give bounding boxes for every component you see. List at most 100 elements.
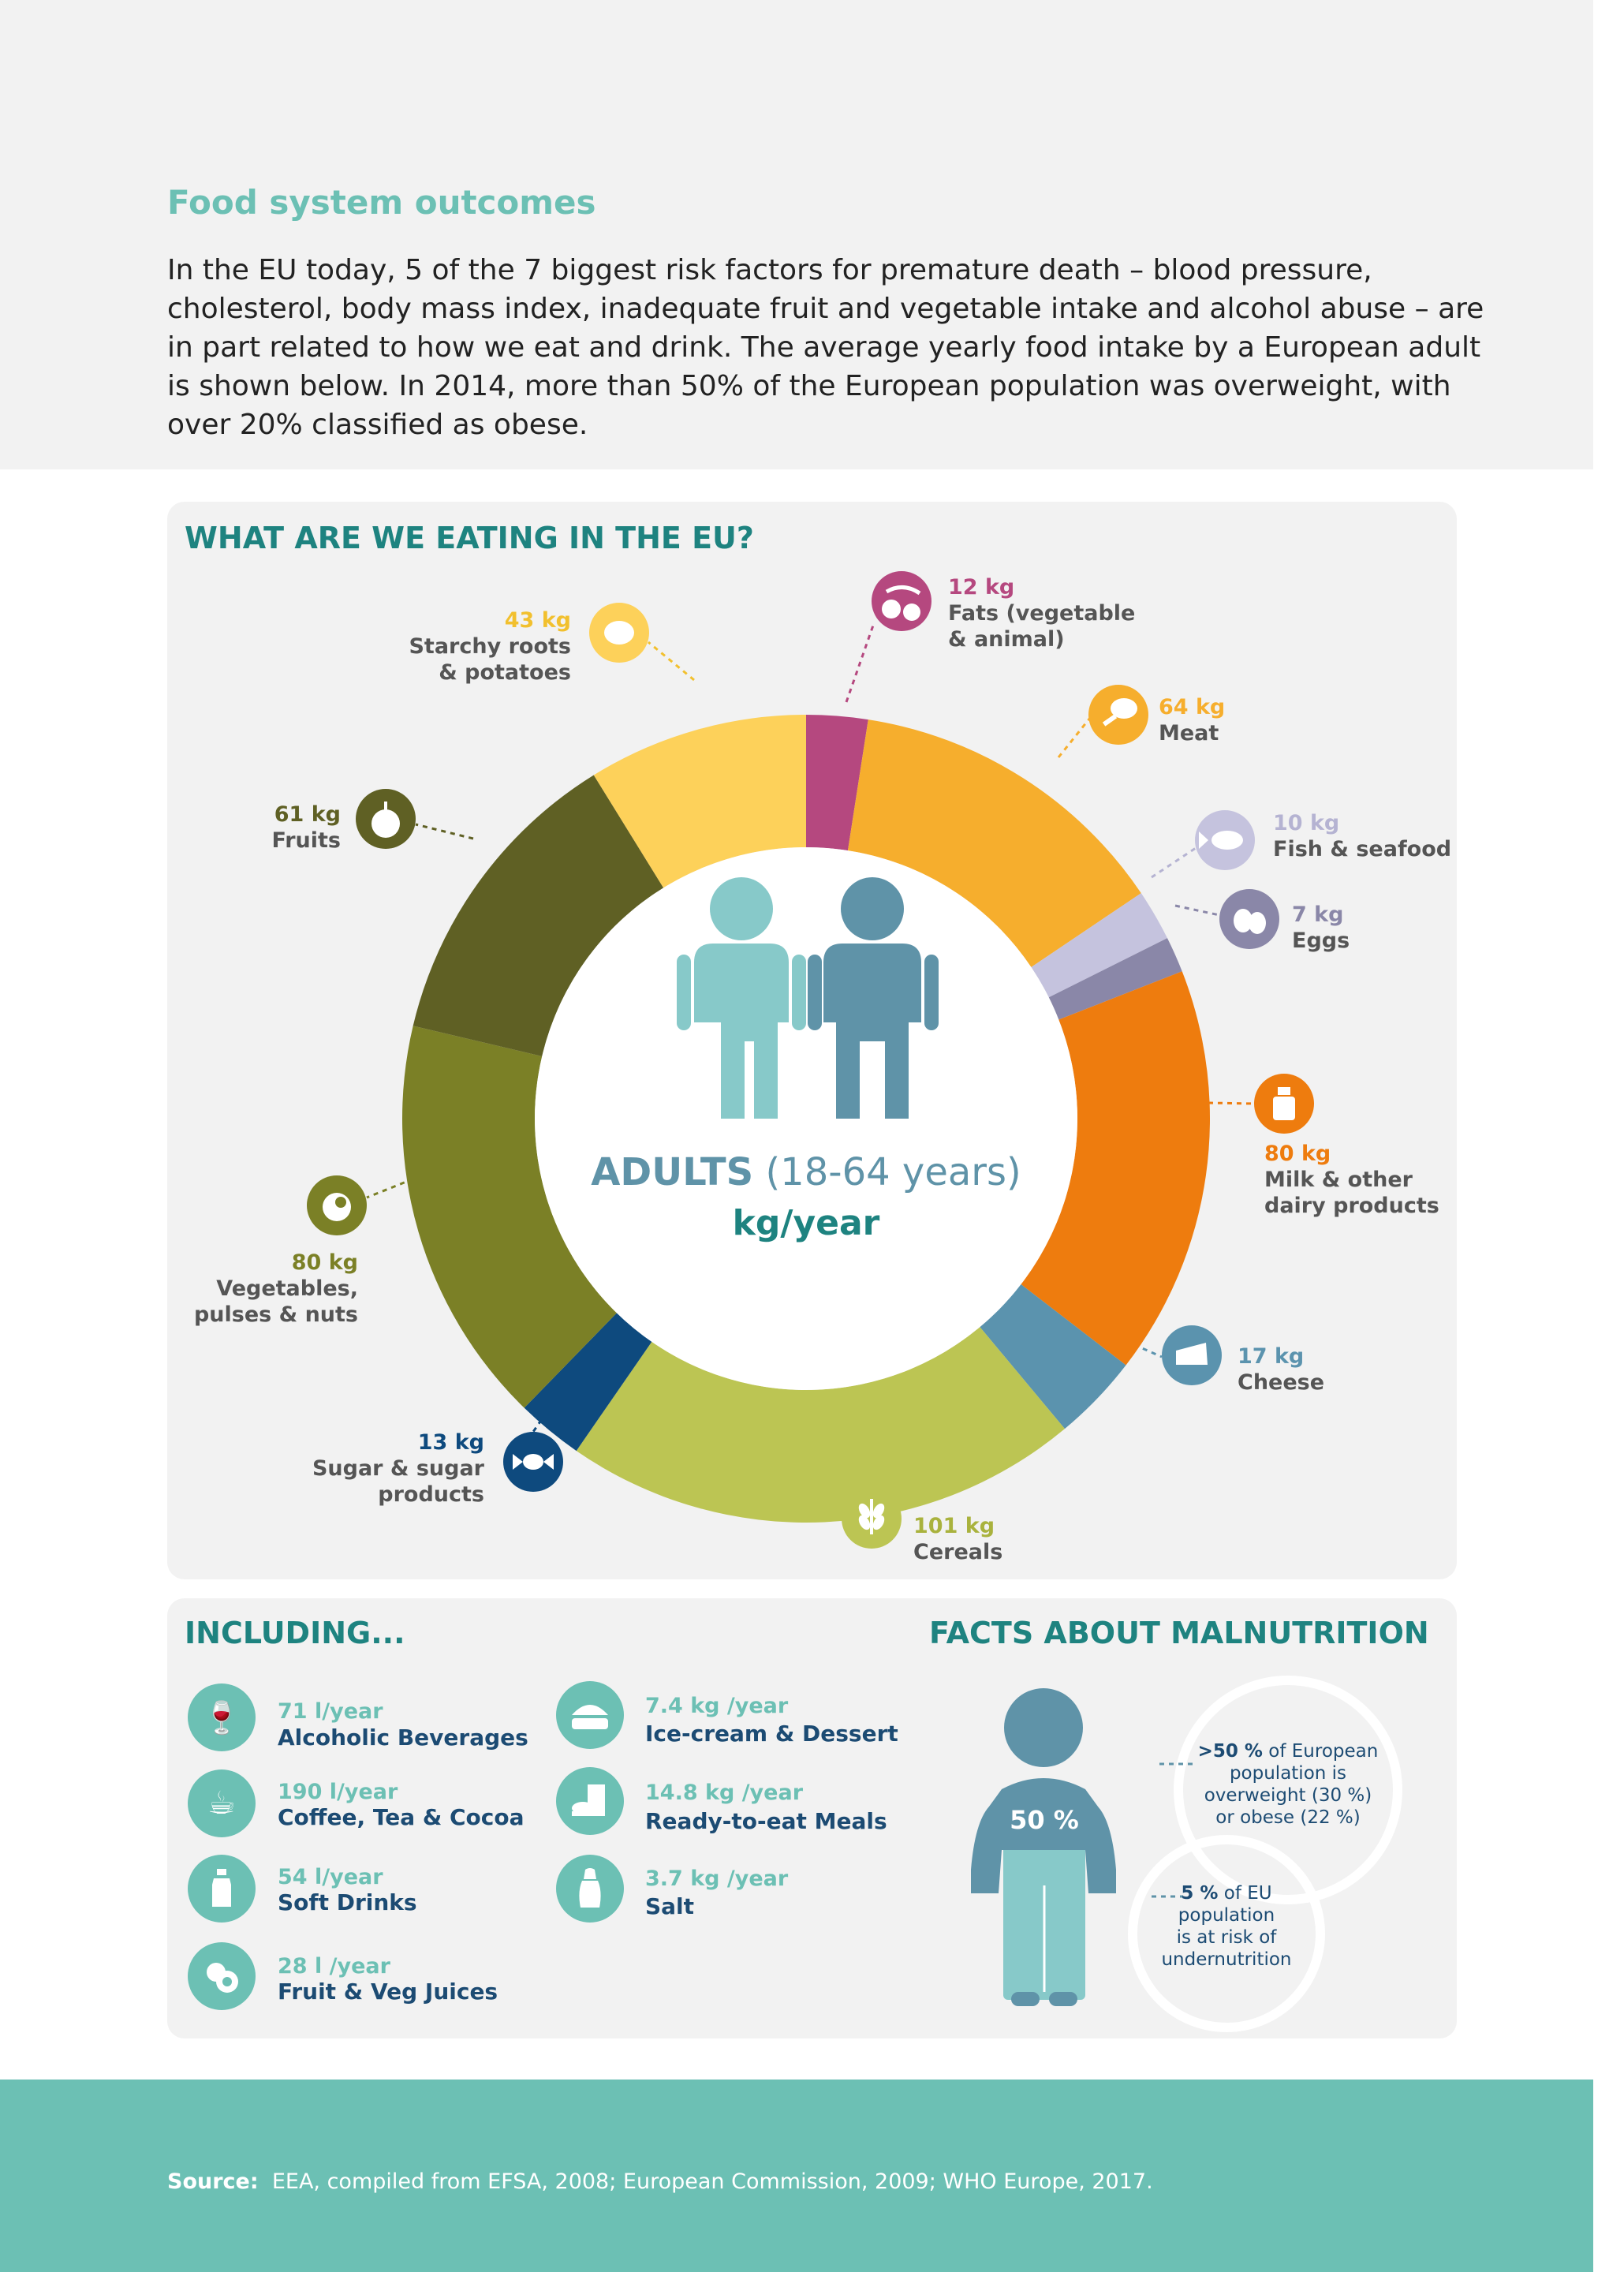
donut-slice-8	[402, 1026, 617, 1408]
vegetable-icon	[307, 1175, 367, 1235]
including-coffee-amount: 190 l/year	[278, 1780, 398, 1804]
label-meat-name: Meat	[1159, 721, 1219, 746]
label-eggs-amount: 7 kg	[1292, 902, 1344, 927]
bottle-icon	[188, 1855, 256, 1923]
label-eggs: 7 kg Eggs	[1292, 902, 1350, 954]
including-salt-name: Salt	[645, 1893, 695, 1919]
label-cereals: 101 kg Cereals	[913, 1513, 1002, 1565]
including-title: INCLUDING...	[185, 1616, 405, 1650]
including-juices-name: Fruit & Veg Juices	[278, 1979, 498, 2005]
pie-icon	[556, 1681, 624, 1749]
top-band	[0, 0, 1593, 469]
leader-line-3	[1174, 904, 1220, 917]
donut-slice-0	[806, 715, 868, 851]
label-meat: 64 kg Meat	[1159, 694, 1225, 746]
including-soft-drinks-amount: 54 l/year	[278, 1865, 383, 1889]
label-milk-amount: 80 kg	[1264, 1142, 1331, 1166]
fact-overweight-bold: >50 %	[1197, 1741, 1263, 1762]
page-title: Food system outcomes	[167, 183, 596, 222]
mug-icon: ☕	[188, 1769, 256, 1837]
label-vegetables: 80 kg Vegetables, pulses & nuts	[158, 1250, 358, 1328]
label-meat-amount: 64 kg	[1159, 695, 1226, 719]
including-icecream-amount: 7.4 kg /year	[645, 1694, 789, 1718]
including-meals-amount: 14.8 kg /year	[645, 1781, 804, 1805]
label-fish-name: Fish & seafood	[1273, 837, 1452, 861]
label-cheese-name: Cheese	[1238, 1370, 1325, 1395]
cheese-icon	[1162, 1325, 1222, 1385]
leader-line-9	[415, 823, 474, 840]
donut-center	[535, 847, 1077, 1390]
donut-slices	[402, 715, 1210, 1523]
donut-slice-3	[1048, 938, 1182, 1020]
leader-line-2	[1151, 846, 1197, 879]
fact-overweight-text: >50 % of European population is overweig…	[1183, 1740, 1393, 1829]
including-item-soft-drinks	[188, 1855, 256, 1923]
potato-icon	[589, 603, 649, 663]
label-cheese-amount: 17 kg	[1238, 1344, 1305, 1369]
label-fats-amount: 12 kg	[948, 575, 1015, 600]
fact-undernutrition-bold: 5 %	[1181, 1883, 1219, 1904]
label-eggs-name: Eggs	[1292, 929, 1350, 953]
including-soft-drinks-name: Soft Drinks	[278, 1889, 417, 1915]
salt-shaker-icon	[556, 1855, 624, 1923]
donut-slice-4	[1021, 971, 1210, 1366]
including-item-coffee: ☕	[188, 1769, 256, 1837]
fact-undernutrition-text: 5 % of EU population is at risk of under…	[1137, 1882, 1316, 1971]
person-left-icon	[677, 877, 806, 1119]
glass-icon: 🍷	[188, 1683, 256, 1751]
olive-icon	[872, 571, 931, 631]
fact-overweight-body: of European population is overweight (30…	[1204, 1741, 1379, 1828]
candy-icon	[503, 1432, 563, 1492]
including-salt-amount: 3.7 kg /year	[645, 1867, 789, 1891]
milk-bottle-icon	[1254, 1074, 1314, 1134]
including-icecream-name: Ice-cream & Dessert	[645, 1721, 898, 1747]
source-note: Source: EEA, compiled from EFSA, 2008; E…	[167, 2169, 1153, 2194]
leader-line-0	[845, 622, 875, 703]
including-coffee-name: Coffee, Tea & Cocoa	[278, 1804, 525, 1830]
category-icons	[307, 571, 1314, 1549]
label-fats-name: Fats (vegetable & animal)	[948, 601, 1136, 652]
label-fish-amount: 10 kg	[1273, 811, 1340, 835]
eating-panel-title: WHAT ARE WE EATING IN THE EU?	[185, 521, 754, 555]
drumstick-icon	[1088, 685, 1148, 745]
fact-undernutrition-body: of EU population is at risk of undernutr…	[1161, 1883, 1292, 1970]
including-alcohol-name: Alcoholic Beverages	[278, 1725, 528, 1751]
donut-slice-10	[593, 715, 806, 888]
label-cereals-amount: 101 kg	[913, 1514, 995, 1538]
including-juices-amount: 28 l /year	[278, 1954, 390, 1979]
center-unit: kg/year	[733, 1203, 880, 1243]
wheat-icon	[842, 1489, 902, 1549]
donut-slice-5	[980, 1284, 1126, 1429]
including-item-alcohol: 🍷	[188, 1683, 256, 1751]
label-cheese: 17 kg Cheese	[1238, 1343, 1324, 1396]
leader-line-1	[1057, 717, 1092, 758]
label-sugar-amount: 13 kg	[417, 1430, 484, 1455]
donut-slice-2	[1031, 893, 1167, 998]
including-meals-name: Ready-to-eat Meals	[645, 1808, 887, 1834]
label-starchy: 43 kg Starchy roots & potatoes	[363, 607, 571, 686]
meal-icon	[556, 1767, 624, 1835]
donut-slice-1	[847, 719, 1141, 967]
fish-icon	[1195, 810, 1255, 870]
leader-line-4	[1208, 1101, 1255, 1105]
source-text: EEA, compiled from EFSA, 2008; European …	[271, 2169, 1153, 2194]
figure-percent-label: 50 %	[1010, 1805, 1079, 1835]
label-milk-name: Milk & other dairy products	[1264, 1168, 1439, 1218]
footer-band	[0, 2080, 1593, 2272]
adults-icon	[677, 877, 939, 1119]
fact-leader-lines	[1152, 1762, 1197, 1898]
donut-slice-6	[576, 1327, 1065, 1523]
person-figure-icon: 50 %	[971, 1688, 1116, 2006]
label-starchy-name: Starchy roots & potatoes	[409, 634, 571, 685]
including-item-juices	[188, 1942, 256, 2010]
fruit-icon	[188, 1942, 256, 2010]
including-item-icecream	[556, 1681, 624, 1749]
intro-text: In the EU today, 5 of the 7 biggest risk…	[167, 254, 1484, 441]
label-sugar: 13 kg Sugar & sugar products	[284, 1429, 484, 1508]
including-alcohol-amount: 71 l/year	[278, 1699, 383, 1724]
eggs-icon	[1219, 889, 1279, 949]
malnutrition-title: FACTS ABOUT MALNUTRITION	[929, 1616, 1429, 1650]
source-label: Source:	[167, 2169, 259, 2194]
leader-line-10	[648, 641, 695, 682]
center-title: ADULTS (18-64 years)	[591, 1150, 1021, 1194]
